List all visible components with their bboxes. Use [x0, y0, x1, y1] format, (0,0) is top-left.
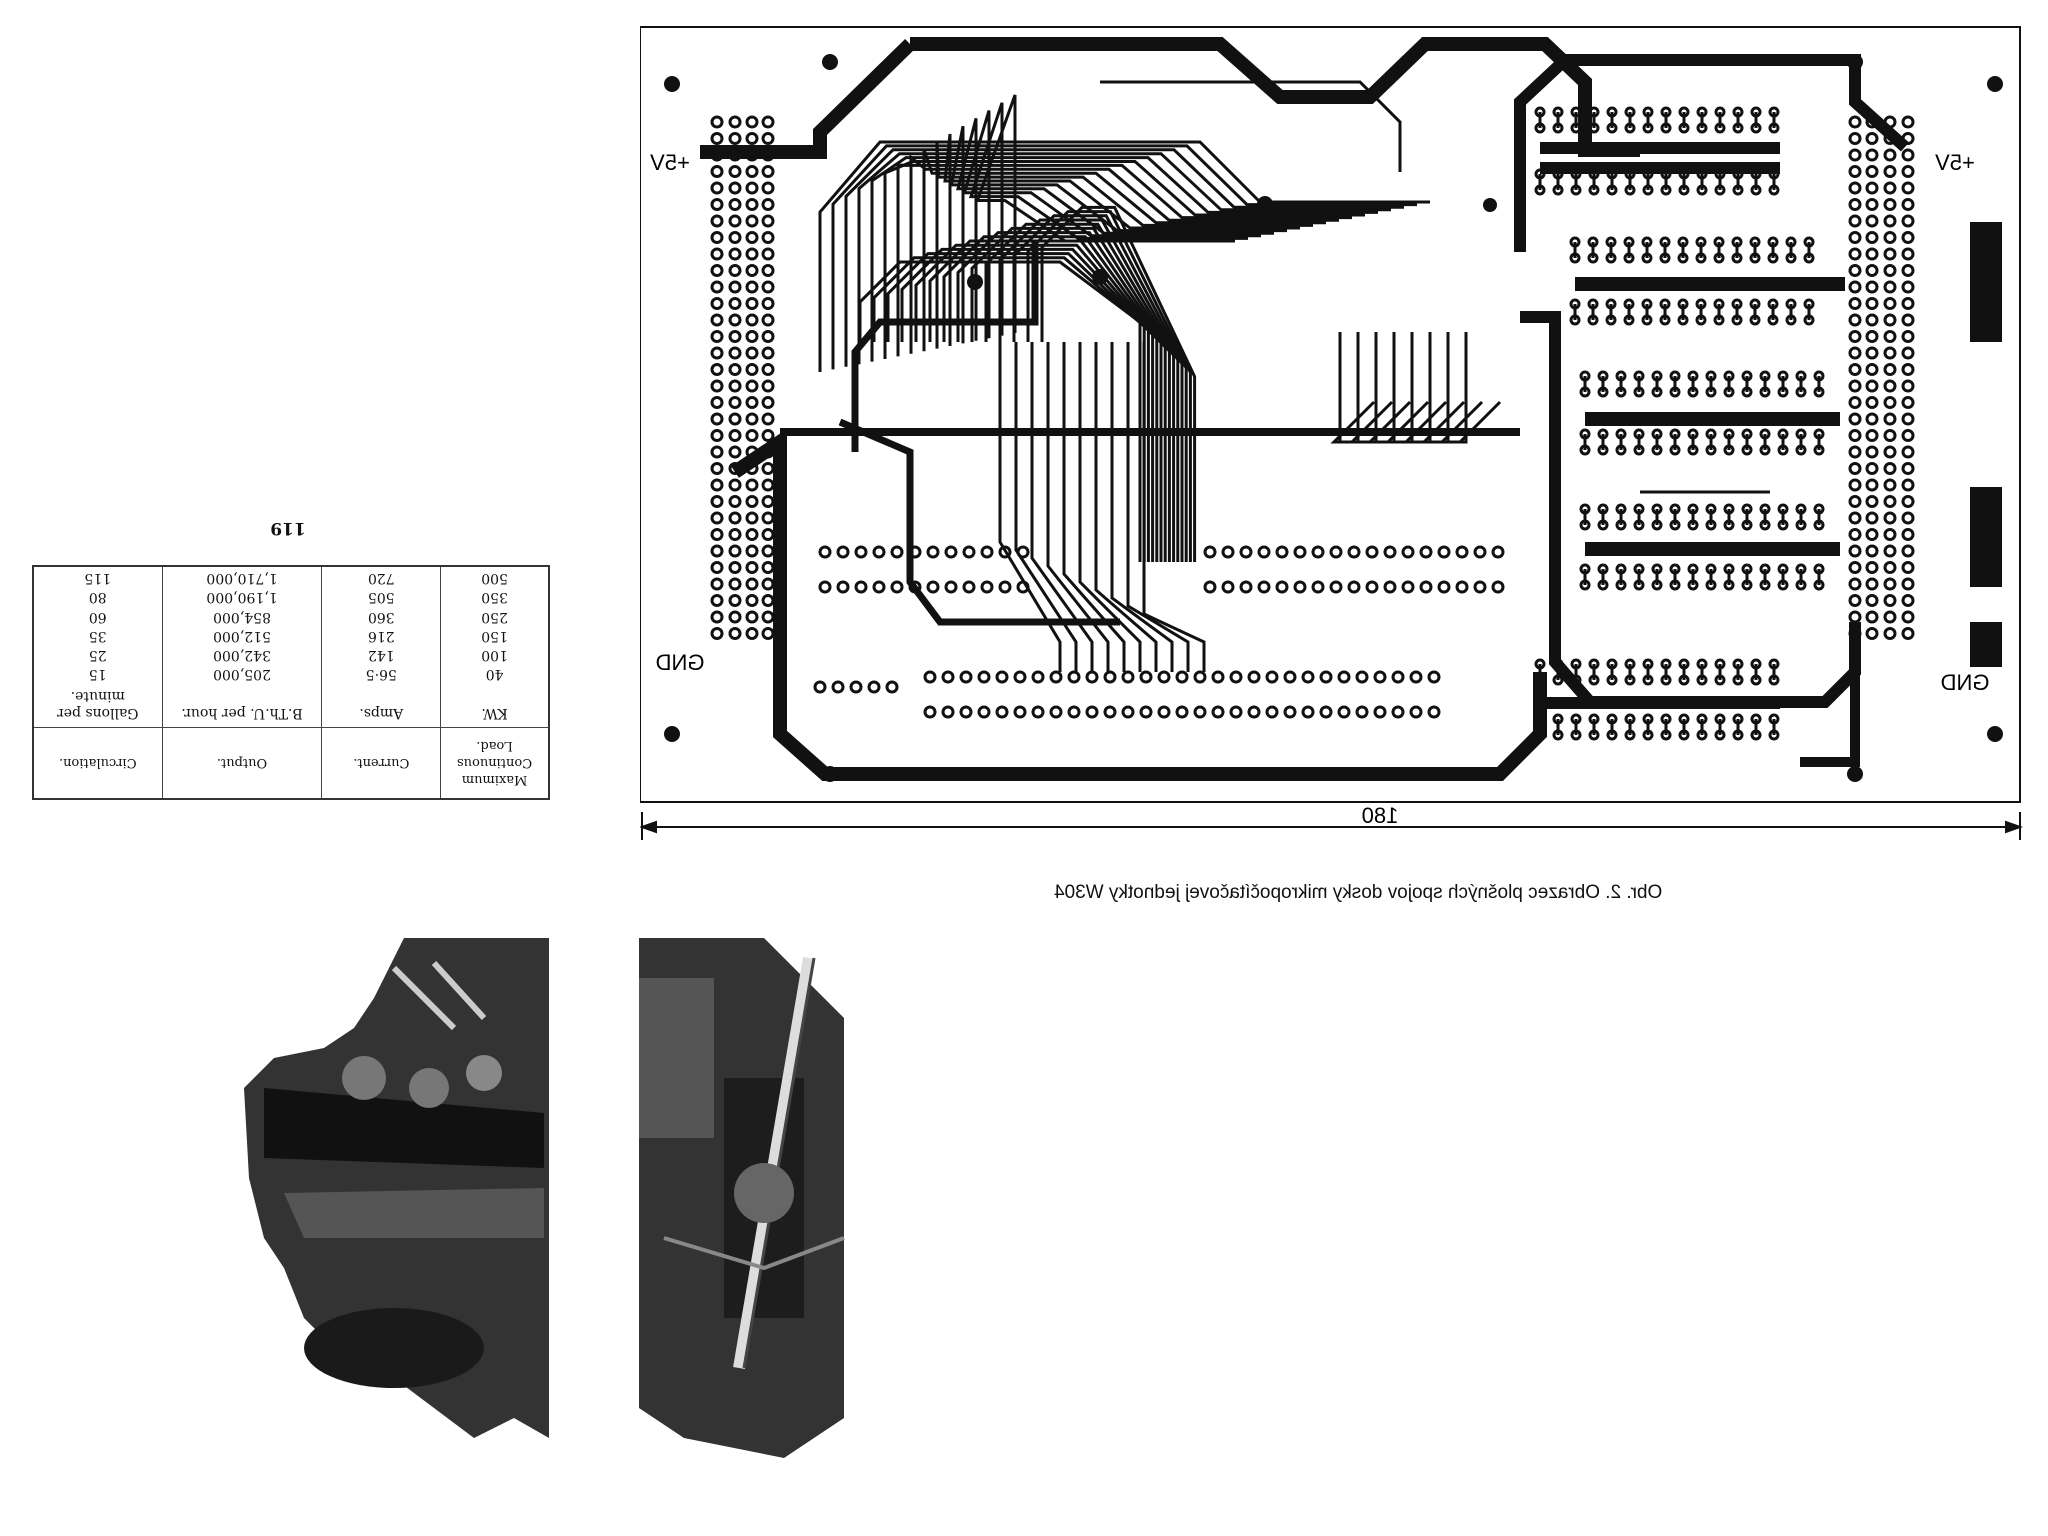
cell-circulation: 25	[33, 643, 163, 663]
cell-output: 854,000	[162, 605, 322, 625]
cell-load: 100	[440, 643, 549, 663]
label-5v-left: +5V	[650, 150, 690, 175]
header-load: Maximum Continuous Load.	[440, 727, 549, 799]
unit-circulation: Gallons per minute.	[33, 681, 163, 728]
cell-current: 216	[321, 624, 441, 644]
label-gnd-left: GND	[656, 650, 705, 675]
pcb-svg: +5V +5V GND GND 180	[639, 26, 2023, 840]
power-bus-right	[1514, 54, 1910, 252]
engine-right-half	[639, 938, 845, 1458]
label-gnd-right: GND	[1941, 670, 1990, 695]
cell-output: 512,000	[162, 624, 322, 644]
label-5v-right: +5V	[1935, 150, 1975, 175]
engine-left-half	[244, 938, 549, 1438]
cell-current: 360	[321, 605, 441, 625]
board-outline	[639, 26, 2021, 803]
ground-bus-bottom	[731, 428, 1547, 781]
cell-output: 342,000	[162, 643, 322, 663]
left-connector	[710, 115, 775, 640]
cell-current: 505	[321, 586, 441, 606]
cell-output: 205,000	[162, 662, 322, 682]
trace-bus-a	[851, 242, 1039, 452]
cell-current: 720	[321, 566, 441, 587]
cell-output: 1,190,000	[162, 586, 322, 606]
cell-load: 250	[440, 605, 549, 625]
cell-load: 500	[440, 566, 549, 587]
engine-photograph	[244, 938, 856, 1478]
unit-output: B.Th.U. per hour.	[162, 681, 322, 728]
cell-load: 150	[440, 624, 549, 644]
trace-bus-b	[838, 418, 1120, 626]
cell-current: 142	[321, 643, 441, 663]
unit-current: Amps.	[321, 681, 441, 728]
dimension-label: 180	[1362, 803, 1399, 828]
cell-circulation: 15	[33, 662, 163, 682]
header-output: Output.	[162, 727, 322, 799]
cell-output: 1,710,000	[162, 566, 322, 587]
unit-load: KW.	[440, 681, 549, 728]
mounting-holes	[664, 54, 2003, 782]
capacity-table: Maximum Continuous Load. Current. Output…	[32, 565, 550, 800]
cell-circulation: 35	[33, 624, 163, 644]
power-bus-left	[700, 38, 915, 159]
ground-planes	[1540, 142, 2002, 709]
figure-caption: Obr. 2. Obrazec plošných spojov dosky mi…	[958, 882, 1758, 904]
cell-circulation: 115	[33, 566, 163, 587]
header-circulation: Circulation.	[33, 727, 163, 799]
cell-load: 40	[440, 662, 549, 682]
pcb-layout-figure: +5V +5V GND GND 180	[639, 22, 2023, 842]
cell-load: 350	[440, 586, 549, 606]
cell-circulation: 60	[33, 605, 163, 625]
caption-text: Obr. 2. Obrazec plošných spojov dosky mi…	[1053, 882, 1663, 903]
right-connector	[1848, 115, 1915, 640]
ground-bus-right-2	[1800, 672, 1860, 767]
power-bus-top	[910, 37, 1640, 157]
cell-circulation: 80	[33, 586, 163, 606]
cell-current: 56·5	[321, 662, 441, 682]
page-number: 119	[270, 518, 306, 538]
dimension-line	[639, 812, 2023, 840]
header-current: Current.	[321, 727, 441, 799]
